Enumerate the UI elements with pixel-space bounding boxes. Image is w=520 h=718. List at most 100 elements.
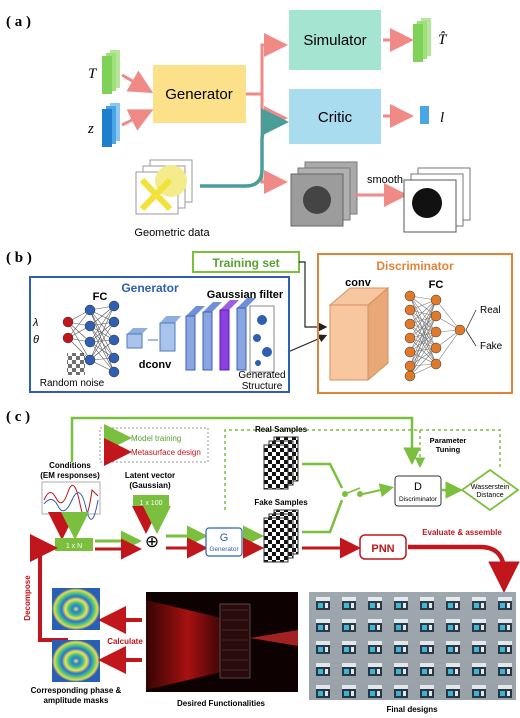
network-node — [108, 300, 120, 312]
dconv-blocks — [126, 316, 181, 352]
generator-label: Generator — [165, 86, 233, 103]
fake-samples-stack — [263, 509, 299, 563]
em-response-plot — [41, 481, 101, 520]
arrow-generator-critic — [260, 94, 288, 130]
vector-1x100-label: 1 x 100 — [140, 500, 163, 507]
noisy-structure-stack — [290, 161, 358, 227]
network-node — [430, 310, 442, 322]
conditions-label: Conditions(EM responses) — [40, 461, 100, 480]
discriminator-title: Discriminator — [376, 259, 454, 273]
conv-block — [328, 286, 390, 382]
param-tuning-line-right — [300, 429, 501, 468]
fc-label-generator: FC — [93, 291, 108, 303]
output-that-stack — [413, 18, 431, 62]
fake-label: Fake — [480, 341, 503, 352]
random-noise-label: Random noise — [40, 378, 105, 389]
g-letter: G — [220, 532, 229, 544]
phase-masks-label: Corresponding phase &amplitude masks — [31, 686, 122, 705]
generator-region — [29, 276, 290, 393]
param-tuning-line-left — [224, 429, 300, 510]
smooth-structure-stack — [403, 167, 471, 233]
critic-box — [289, 89, 381, 144]
arrow-generated-discriminator — [287, 334, 328, 353]
simulator-label: Simulator — [303, 32, 366, 49]
arrow-training-set — [299, 261, 328, 332]
arrow-geometric-critic — [200, 108, 289, 188]
network-node — [430, 294, 442, 306]
lambda-label: λ — [32, 317, 38, 329]
discriminator-region — [317, 253, 513, 394]
fake-samples-label: Fake Samples — [254, 498, 308, 507]
fake-samples-flow — [302, 499, 344, 534]
input-t-stack — [102, 50, 120, 94]
output-l-bar — [420, 106, 429, 124]
network-node — [404, 304, 416, 316]
vector-1x100-box — [133, 495, 169, 508]
g-generator-box — [205, 527, 243, 557]
fc-label-discriminator: FC — [429, 279, 444, 291]
geometric-data-stack — [135, 159, 193, 215]
training-set-label: Training set — [212, 256, 279, 270]
network-node — [454, 324, 466, 336]
sum-symbol: ⊕ — [145, 532, 159, 551]
network-node — [62, 316, 74, 328]
real-label: Real — [480, 305, 501, 316]
network-node — [404, 370, 416, 382]
network-node — [404, 346, 416, 358]
network-node — [108, 334, 120, 346]
legend-metasurface-design: Metasurface design — [131, 448, 201, 457]
arrow-generator-simulator — [246, 33, 288, 96]
d-name: Discriminator — [399, 496, 438, 503]
network-node — [430, 358, 442, 370]
generator-box — [153, 65, 246, 123]
input-t-label: T — [88, 66, 98, 82]
network-node — [84, 304, 96, 316]
gaussian-filter-label: Gaussian filter — [207, 289, 284, 301]
g-name: Generator — [209, 546, 239, 553]
output-that-label: T̂ — [438, 32, 448, 48]
arrow-z-generator — [121, 109, 154, 131]
network-node — [404, 332, 416, 344]
legend-box — [99, 424, 209, 466]
decompose-label: Decompose — [23, 575, 32, 621]
latent-label: Latent vector(Gaussian) — [125, 471, 175, 490]
calculate-label: Calculate — [107, 637, 143, 646]
panel-c-label: ( c ) — [6, 409, 30, 425]
switch-node — [342, 483, 394, 498]
conv-label: conv — [345, 277, 372, 289]
network-node — [62, 332, 74, 344]
output-l-label: l — [440, 110, 444, 126]
simulator-box — [289, 10, 381, 70]
network-node — [430, 342, 442, 354]
input-z-label: z — [87, 121, 94, 137]
generator-fc-network — [62, 300, 120, 378]
network-node — [404, 360, 416, 372]
network-node — [404, 318, 416, 330]
real-samples-label: Real Samples — [255, 425, 308, 434]
network-node — [404, 290, 416, 302]
network-node — [430, 326, 442, 338]
desired-functionalities-image — [146, 592, 298, 692]
smooth-label: smooth — [367, 174, 403, 186]
d-letter: D — [414, 481, 422, 493]
desired-functionalities-label: Desired Functionalities — [177, 699, 266, 708]
pnn-label: PNN — [371, 543, 394, 555]
evaluate-label: Evaluate & assemble — [422, 528, 502, 537]
input-z-stack — [102, 103, 120, 147]
real-samples-flow — [302, 462, 344, 489]
wasserstein-diamond — [460, 468, 520, 512]
arrow-t-generator — [121, 70, 154, 93]
phase-mask-bottom — [52, 640, 100, 682]
discriminator-fc-network — [404, 290, 477, 382]
theta-label: θ — [33, 334, 39, 346]
pnn-box — [359, 534, 407, 560]
network-node — [84, 336, 96, 348]
network-node — [84, 354, 96, 366]
legend-model-training: Model training — [131, 434, 181, 443]
network-node — [108, 366, 120, 378]
network-node — [108, 352, 120, 364]
arrow-pnn-final — [408, 544, 520, 593]
dconv-label: dconv — [139, 359, 172, 371]
